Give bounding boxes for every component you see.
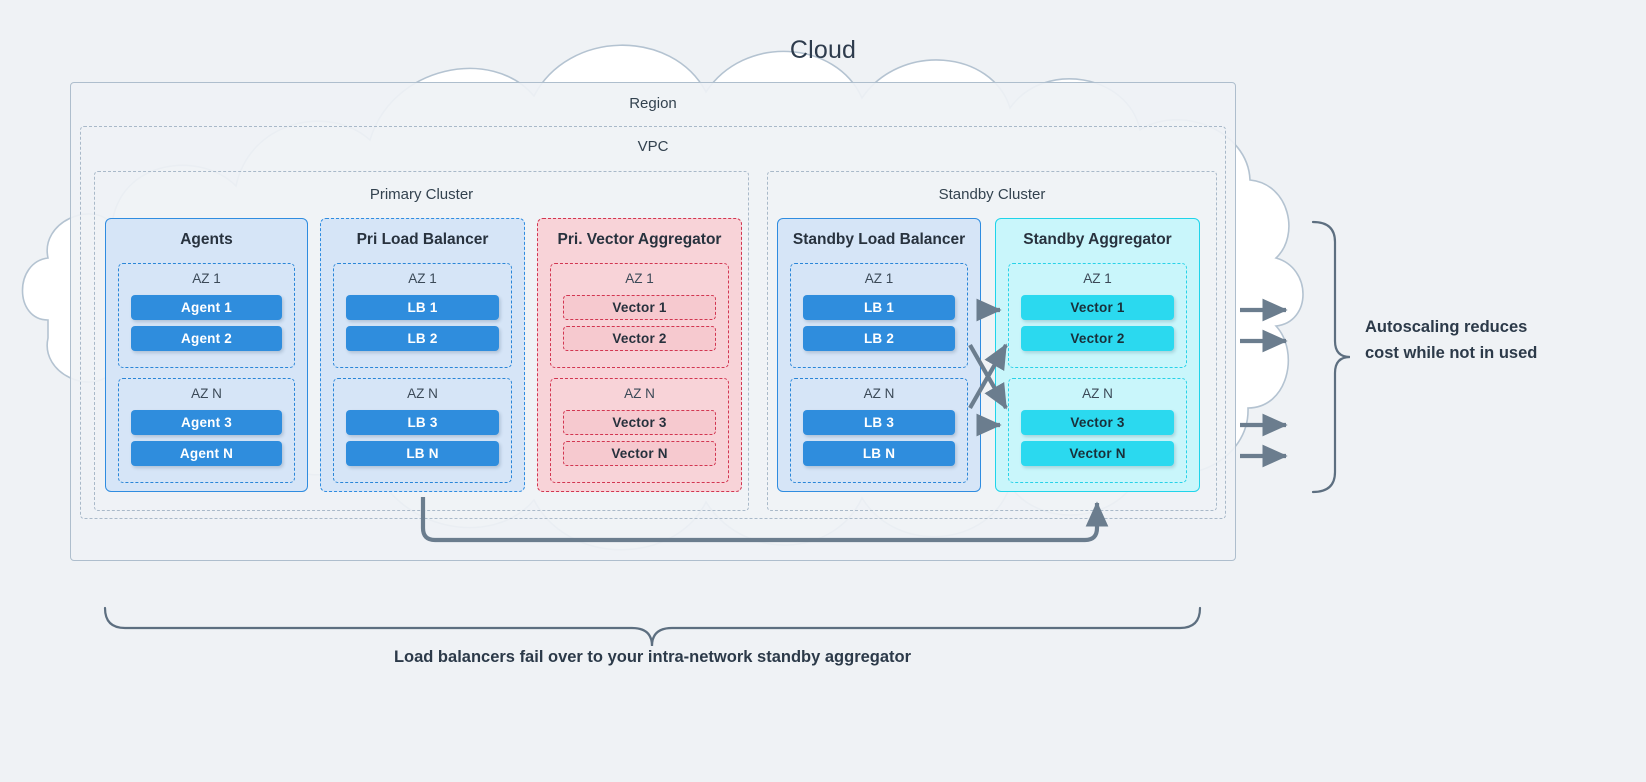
pri-lb-az-n: AZ N LB 3 LB N [333,378,512,483]
primary-load-balancer-card[interactable]: Pri Load Balancer AZ 1 LB 1 LB 2 AZ N LB… [320,218,525,492]
agents-az-1: AZ 1 Agent 1 Agent 2 [118,263,295,368]
cloud-label: Cloud [789,36,857,64]
failover-note: Load balancers fail over to your intra-n… [393,648,912,666]
primary-load-balancer-card-title: Pri Load Balancer [356,231,489,248]
az-label: AZ N [1082,386,1113,401]
node-standby-lb-n[interactable]: LB N [803,441,955,466]
az-label: AZ N [407,386,438,401]
standby-aggregator-card-title: Standby Aggregator [1023,231,1172,248]
agents-card[interactable]: Agents AZ 1 Agent 1 Agent 2 AZ N Agent 3… [105,218,308,492]
primary-cluster-label: Primary Cluster [369,186,474,203]
node-vector-1[interactable]: Vector 1 [563,295,716,320]
az-label: AZ N [191,386,222,401]
standby-load-balancer-card[interactable]: Standby Load Balancer AZ 1 LB 1 LB 2 AZ … [777,218,981,492]
node-vector-2[interactable]: Vector 2 [563,326,716,351]
node-agent-2[interactable]: Agent 2 [131,326,282,351]
node-vector-n[interactable]: Vector N [563,441,716,466]
node-agent-1[interactable]: Agent 1 [131,295,282,320]
az-label: AZ 1 [1083,271,1112,286]
agents-az-n: AZ N Agent 3 Agent N [118,378,295,483]
standby-aggregator-card[interactable]: Standby Aggregator AZ 1 Vector 1 Vector … [995,218,1200,492]
az-label: AZ 1 [864,271,894,286]
node-agent-3[interactable]: Agent 3 [131,410,282,435]
node-lb-3[interactable]: LB 3 [346,410,499,435]
agents-card-title: Agents [180,231,233,248]
node-standby-lb-1[interactable]: LB 1 [803,295,955,320]
standby-lb-az-n: AZ N LB 3 LB N [790,378,968,483]
standby-agg-az-n: AZ N Vector 3 Vector N [1008,378,1187,483]
pri-lb-az-1: AZ 1 LB 1 LB 2 [333,263,512,368]
node-standby-lb-3[interactable]: LB 3 [803,410,955,435]
node-standby-vector-n[interactable]: Vector N [1021,441,1174,466]
az-label: AZ N [624,386,655,401]
az-label: AZ N [863,386,895,401]
node-lb-n[interactable]: LB N [346,441,499,466]
node-lb-1[interactable]: LB 1 [346,295,499,320]
node-standby-lb-2[interactable]: LB 2 [803,326,955,351]
standby-cluster-label: Standby Cluster [938,186,1046,203]
node-vector-3[interactable]: Vector 3 [563,410,716,435]
az-label: AZ 1 [408,271,437,286]
pri-vector-az-1: AZ 1 Vector 1 Vector 2 [550,263,729,368]
primary-vector-aggregator-card[interactable]: Pri. Vector Aggregator AZ 1 Vector 1 Vec… [537,218,742,492]
node-agent-n[interactable]: Agent N [131,441,282,466]
pri-vector-az-n: AZ N Vector 3 Vector N [550,378,729,483]
node-standby-vector-1[interactable]: Vector 1 [1021,295,1174,320]
standby-load-balancer-card-title: Standby Load Balancer [792,231,966,248]
primary-vector-aggregator-card-title: Pri. Vector Aggregator [557,231,722,248]
az-label: AZ 1 [625,271,654,286]
autoscaling-note: Autoscaling reduces cost while not in us… [1365,318,1538,362]
autoscaling-bracket [1311,220,1351,494]
vpc-label: VPC [637,138,669,155]
node-standby-vector-3[interactable]: Vector 3 [1021,410,1174,435]
standby-lb-az-1: AZ 1 LB 1 LB 2 [790,263,968,368]
az-label: AZ 1 [192,271,221,286]
failover-bracket [103,606,1202,647]
standby-agg-az-1: AZ 1 Vector 1 Vector 2 [1008,263,1187,368]
node-lb-2[interactable]: LB 2 [346,326,499,351]
node-standby-vector-2[interactable]: Vector 2 [1021,326,1174,351]
region-label: Region [629,95,677,112]
